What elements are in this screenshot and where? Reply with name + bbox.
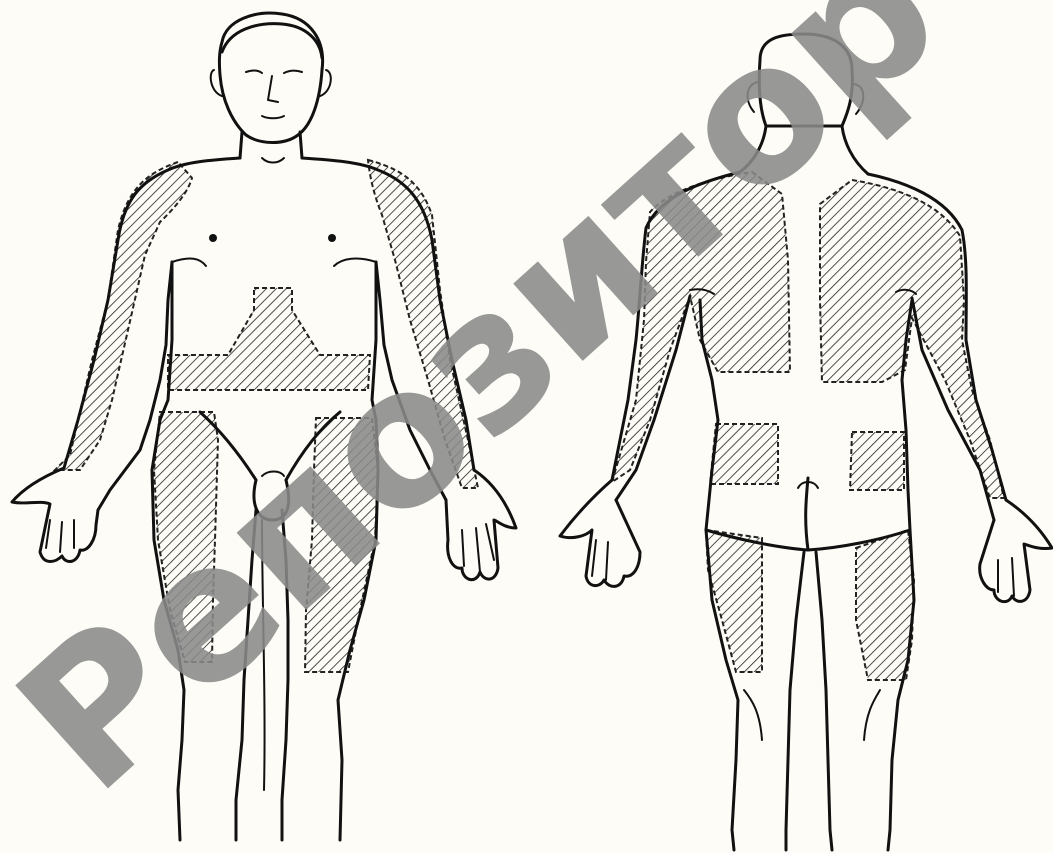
zone-left-thigh-back: [856, 530, 914, 680]
zone-left-lumbar: [850, 432, 904, 490]
zone-left-back-upper: [820, 180, 1004, 498]
zone-right-thigh-back: [706, 530, 762, 672]
zone-right-lumbar: [710, 424, 778, 484]
watermark: Репозитор: [0, 0, 980, 833]
watermark-text: Репозитор: [0, 0, 980, 833]
